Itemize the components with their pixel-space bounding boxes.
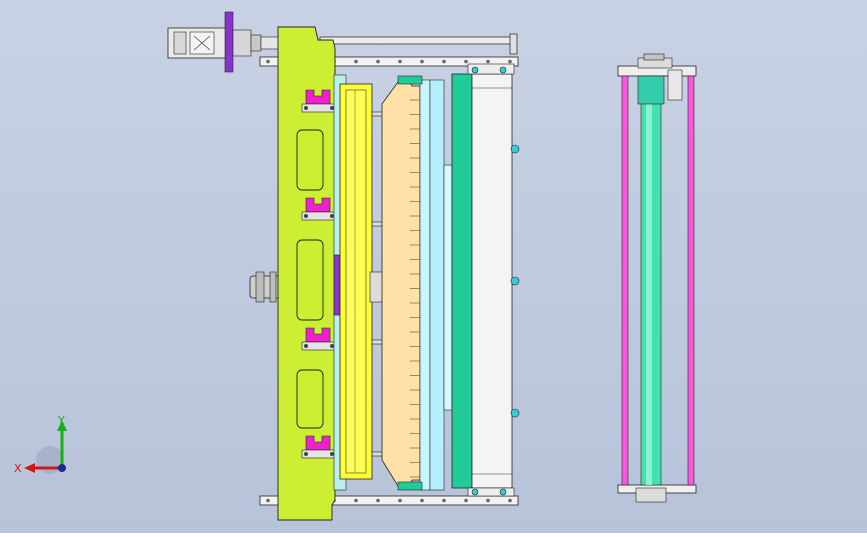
purple-strip bbox=[333, 254, 341, 316]
rail-hole bbox=[398, 498, 402, 503]
rail-hole bbox=[420, 59, 424, 64]
rail-hole bbox=[376, 59, 380, 64]
clamp-block bbox=[301, 89, 337, 113]
main-assembly[interactable] bbox=[167, 11, 520, 521]
green-roller bbox=[637, 75, 665, 486]
servo-motor bbox=[167, 11, 280, 73]
rail-hole bbox=[354, 59, 358, 64]
rail-hole bbox=[486, 498, 490, 503]
side-assembly[interactable] bbox=[617, 53, 697, 503]
rail-hole bbox=[508, 59, 512, 64]
top-guide-rod bbox=[319, 33, 518, 55]
rail-hole bbox=[508, 498, 512, 503]
y-axis-label: Y bbox=[57, 414, 65, 427]
axis-triad: X Y bbox=[14, 414, 67, 475]
rail-hole bbox=[442, 59, 446, 64]
yellow-plates bbox=[339, 83, 373, 480]
rail-hole bbox=[398, 59, 402, 64]
side-bottom-cap bbox=[617, 484, 697, 503]
x-axis-label: X bbox=[14, 462, 22, 475]
side-top-cap bbox=[617, 53, 697, 101]
cyan-strips bbox=[397, 75, 453, 491]
clamp-blocks bbox=[301, 89, 337, 459]
teal-housing bbox=[451, 63, 515, 497]
rail-hole bbox=[266, 59, 270, 64]
clamp-block bbox=[301, 327, 337, 351]
pink-rod-left bbox=[621, 75, 629, 486]
comb-plate bbox=[381, 81, 421, 487]
pink-rod-right bbox=[687, 75, 695, 486]
frame-windows bbox=[296, 129, 324, 429]
rail-hole bbox=[266, 498, 270, 503]
rail-hole bbox=[376, 498, 380, 503]
rail-hole bbox=[420, 498, 424, 503]
right-edge-nubs bbox=[471, 66, 520, 496]
clamp-block bbox=[301, 435, 337, 459]
rail-hole bbox=[442, 498, 446, 503]
rail-hole bbox=[464, 59, 468, 64]
rail-hole bbox=[464, 498, 468, 503]
rail-hole bbox=[486, 59, 490, 64]
rail-hole bbox=[354, 498, 358, 503]
